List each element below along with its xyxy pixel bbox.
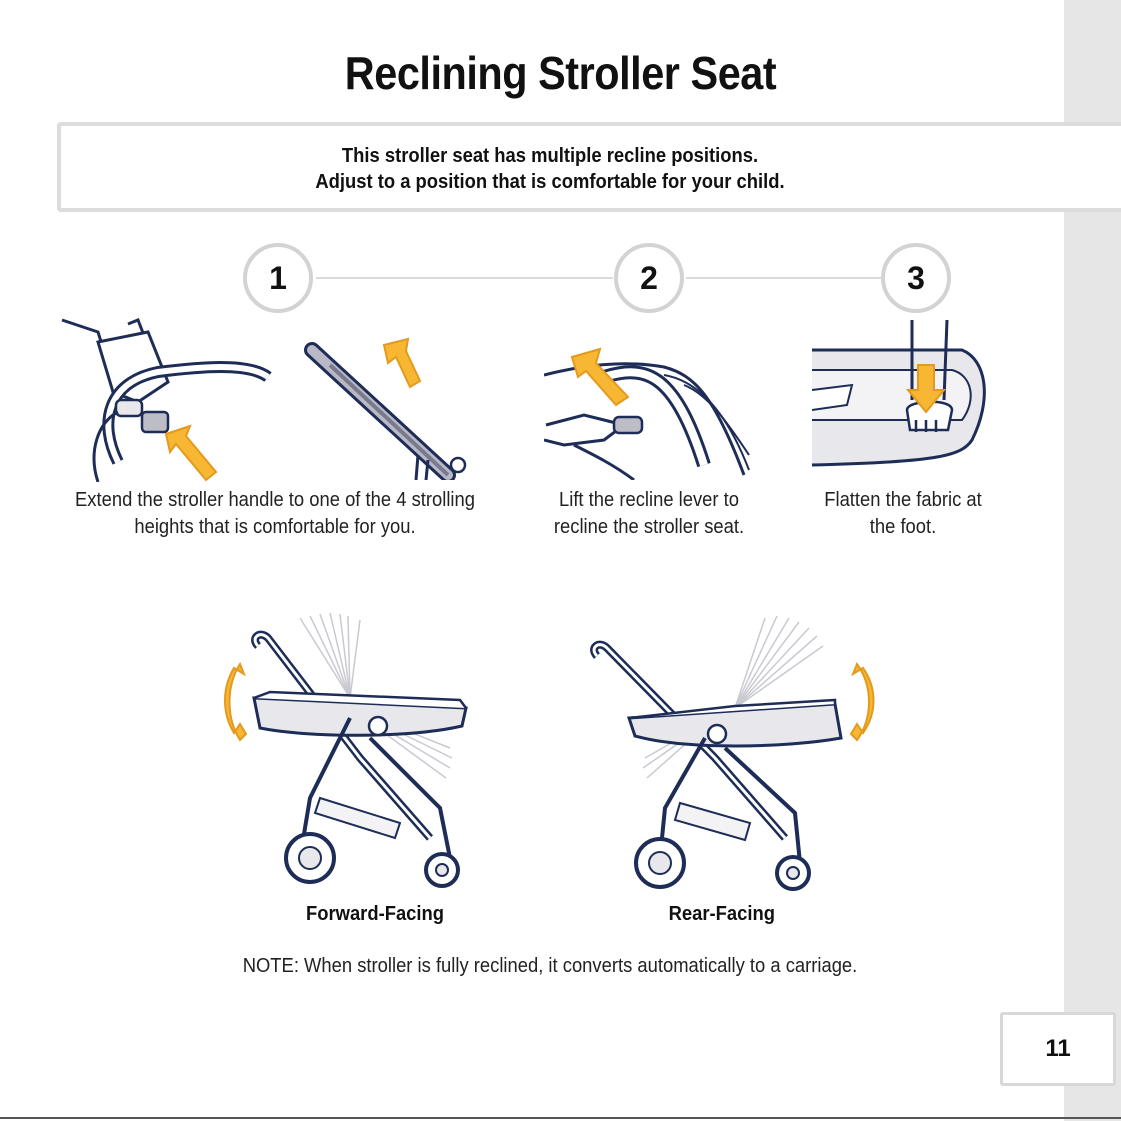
page-number: 11: [1000, 1012, 1116, 1086]
step-3-caption-line-1: Flatten the fabric at: [824, 489, 982, 511]
step-2-caption: Lift the recline lever to recline the st…: [530, 487, 767, 541]
step-1-hand-illustration: [61, 318, 272, 482]
step-connector-2-3: [686, 277, 881, 279]
forward-facing-label: Forward-Facing: [306, 903, 445, 925]
step-2-caption-line-2: recline the stroller seat.: [553, 516, 745, 538]
step-1-caption: Extend the stroller handle to one of the…: [59, 487, 491, 541]
step-number-1: 1: [243, 243, 313, 313]
step-1-caption-line-2: heights that is comfortable for you.: [134, 516, 416, 538]
recline-note: NOTE: When stroller is fully reclined, i…: [242, 955, 858, 977]
forward-facing-stroller-illustration: [224, 612, 468, 888]
intro-line-2: Adjust to a position that is comfortable…: [315, 171, 785, 193]
step-3-fabric-illustration: [812, 320, 986, 467]
intro-text: This stroller seat has multiple recline …: [44, 143, 1056, 195]
intro-line-1: This stroller seat has multiple recline …: [341, 145, 759, 167]
step-number-2: 2: [614, 243, 684, 313]
step-number-3: 3: [881, 243, 951, 313]
step-3-caption: Flatten the fabric at the foot.: [799, 487, 1007, 541]
step-connector-1-2: [316, 277, 613, 279]
step-2-lever-illustration: [544, 347, 750, 480]
bottom-rule: [0, 1117, 1121, 1119]
rear-facing-label: Rear-Facing: [668, 903, 775, 925]
step-1-caption-line-1: Extend the stroller handle to one of the…: [75, 489, 475, 511]
step-2-caption-line-1: Lift the recline lever to: [558, 489, 740, 511]
step-1-handle-illustration: [304, 337, 467, 480]
intro-box: [57, 122, 1121, 212]
page-title: Reclining Stroller Seat: [344, 47, 777, 99]
step-3-caption-line-2: the foot.: [869, 516, 937, 538]
rear-facing-stroller-illustration: [590, 615, 875, 891]
